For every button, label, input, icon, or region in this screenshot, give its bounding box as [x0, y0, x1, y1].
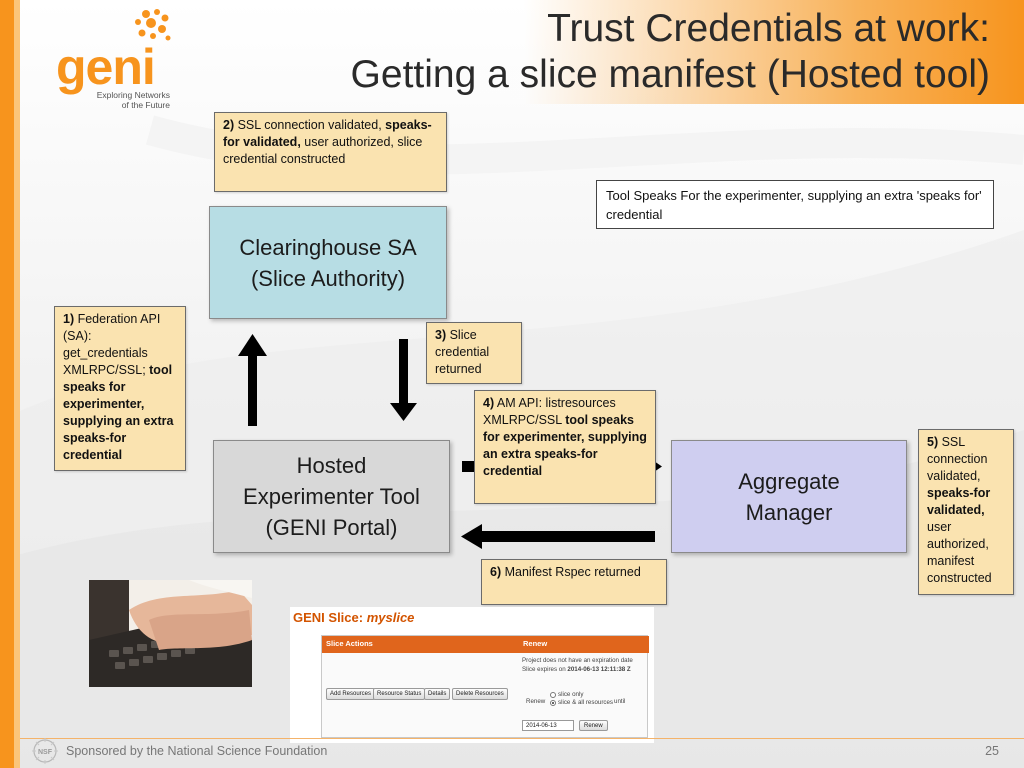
- left-orange-rail-inner: [14, 0, 20, 768]
- page-number: 25: [985, 744, 999, 758]
- renew-header: Renew: [523, 639, 547, 648]
- arrow-sa-to-tool: [390, 339, 417, 421]
- step-1-note: 1) Federation API (SA): get_credentials …: [54, 306, 186, 471]
- expiry-line-1: Project does not have an expiration date: [522, 657, 633, 665]
- step-2-number: 2): [223, 118, 234, 132]
- keyboard-photo: [89, 580, 252, 687]
- until-label: until: [614, 698, 625, 706]
- step-1-bold: tool speaks for experimenter, supplying …: [63, 363, 173, 462]
- slice-actions-header: Slice Actions: [326, 639, 373, 648]
- slice-only-radio[interactable]: [550, 692, 556, 698]
- delete-resources-button[interactable]: Delete Resources: [452, 688, 508, 700]
- clearinghouse-sa-box: Clearinghouse SA (Slice Authority): [209, 206, 447, 319]
- resource-status-button[interactable]: Resource Status: [373, 688, 425, 700]
- step-6-note: 6) Manifest Rspec returned: [481, 559, 667, 605]
- step-2-note: 2) SSL connection validated, speaks-for …: [214, 112, 447, 192]
- slice-title-prefix: GENI Slice:: [293, 610, 367, 625]
- step-6-number: 6): [490, 565, 501, 579]
- step-5-note: 5) SSL connection validated, speaks-for …: [918, 429, 1014, 595]
- step-3-note: 3) Slice credential returned: [426, 322, 522, 384]
- step-5-number: 5): [927, 435, 938, 449]
- nsf-logo-icon: NSF: [32, 738, 58, 764]
- slice-only-label: slice only: [558, 691, 583, 699]
- slice-actions-table: Slice Actions Renew Add Resources Resour…: [321, 635, 648, 738]
- left-orange-rail: [0, 0, 14, 768]
- slice-page-title: GENI Slice: myslice: [293, 610, 414, 625]
- step-5-text-2: user authorized, manifest constructed: [927, 520, 992, 585]
- step-5-bold: speaks-for validated,: [927, 486, 990, 517]
- step-4-note: 4) AM API: listresources XMLRPC/SSL tool…: [474, 390, 656, 504]
- aggregate-manager-box: Aggregate Manager: [671, 440, 907, 553]
- renew-button[interactable]: Renew: [579, 720, 608, 731]
- sa-label-line-1: Clearinghouse SA: [239, 232, 416, 263]
- expiry-line-2: Slice expires on 2014-06-13 12:11:38 Z: [522, 666, 631, 674]
- step-2-text-1: SSL connection validated,: [234, 118, 385, 132]
- renew-label: Renew: [526, 698, 545, 706]
- am-label-line-2: Manager: [738, 497, 840, 528]
- hosted-tool-box: Hosted Experimenter Tool (GENI Portal): [213, 440, 450, 553]
- step-4-number: 4): [483, 396, 494, 410]
- slice-all-resources-label: slice & all resources: [558, 699, 613, 707]
- step-1-text: Federation API (SA): get_credentials XML…: [63, 312, 160, 377]
- sa-label-line-2: (Slice Authority): [239, 263, 416, 294]
- slide-title: Trust Credentials at work: Getting a sli…: [200, 6, 990, 98]
- step-6-text: Manifest Rspec returned: [501, 565, 641, 579]
- footer-divider: [20, 738, 1024, 739]
- sponsor-footer: Sponsored by the National Science Founda…: [66, 744, 327, 758]
- slice-all-resources-radio[interactable]: [550, 700, 556, 706]
- title-line-2: Getting a slice manifest (Hosted tool): [200, 52, 990, 98]
- expiry-prefix: Slice expires on: [522, 666, 567, 673]
- step-3-number: 3): [435, 328, 446, 342]
- slice-title-name: myslice: [367, 610, 415, 625]
- step-1-number: 1): [63, 312, 74, 326]
- svg-text:NSF: NSF: [38, 749, 53, 756]
- renew-date-input[interactable]: 2014-06-13: [522, 720, 574, 731]
- expiry-value: 2014-06-13 12:11:38 Z: [567, 666, 630, 673]
- add-resources-button[interactable]: Add Resources: [326, 688, 375, 700]
- tool-label-line-1: Hosted: [243, 450, 420, 481]
- arrow-am-to-tool: [461, 524, 655, 549]
- slice-table-header: Slice Actions Renew: [322, 636, 649, 653]
- details-button[interactable]: Details: [424, 688, 450, 700]
- geni-slice-screenshot: GENI Slice: myslice Slice Actions Renew …: [290, 607, 654, 743]
- speaks-for-callout: Tool Speaks For the experimenter, supply…: [596, 180, 994, 229]
- geni-tagline: Exploring Networks of the Future: [90, 90, 170, 110]
- tool-label-line-3: (GENI Portal): [243, 512, 420, 543]
- arrow-tool-to-sa: [238, 334, 267, 426]
- geni-logo: geni Exploring Networks of the Future: [50, 8, 200, 108]
- am-label-line-1: Aggregate: [738, 466, 840, 497]
- geni-wordmark: geni: [56, 42, 155, 92]
- tool-label-line-2: Experimenter Tool: [243, 481, 420, 512]
- title-line-1: Trust Credentials at work:: [200, 6, 990, 52]
